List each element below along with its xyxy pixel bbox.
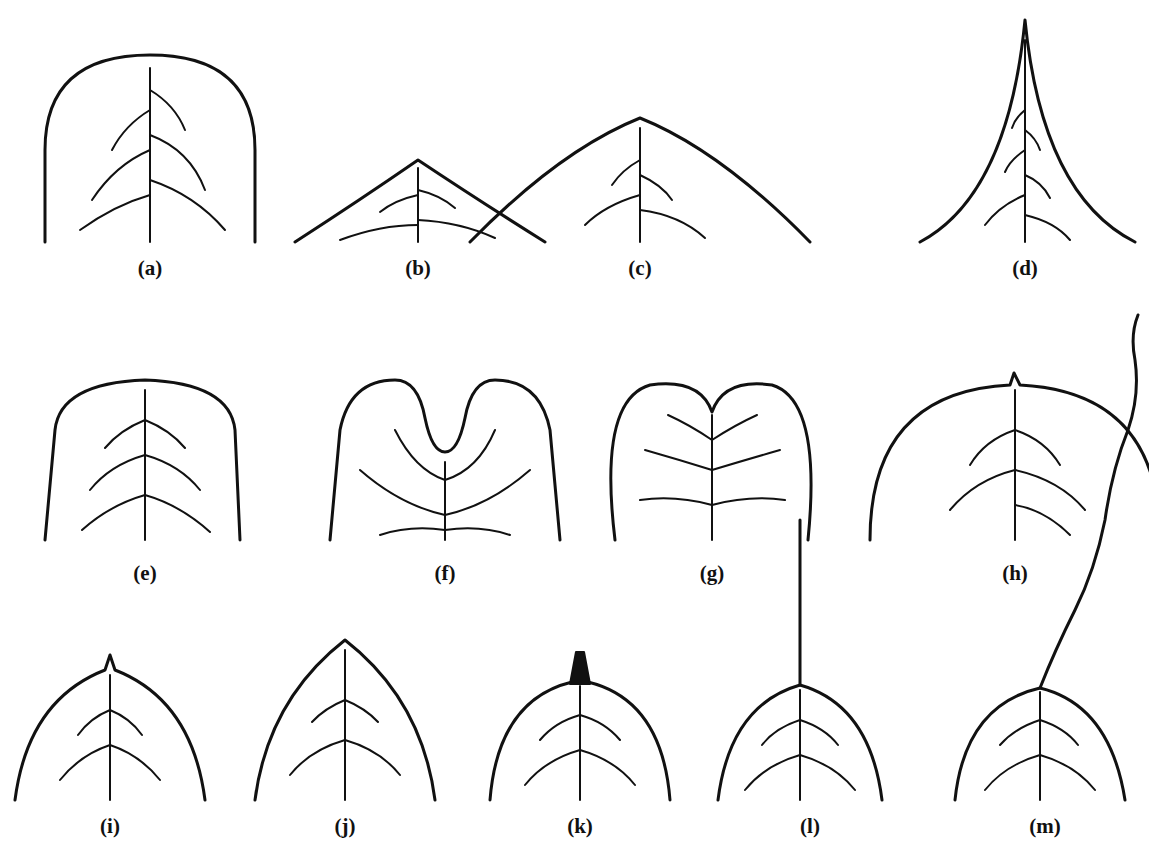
- figure-letter: (i): [98, 814, 122, 839]
- figure-letter: (j): [333, 814, 358, 839]
- figure-letter: (c): [626, 256, 653, 281]
- figure-letter: (f): [433, 561, 458, 586]
- leaf-apex-b: [295, 160, 545, 242]
- leaf-apex-l: [718, 520, 882, 800]
- figure-letter: (e): [131, 561, 158, 586]
- leaf-apex-k: [490, 652, 670, 800]
- figure-letter: (m): [1027, 814, 1062, 839]
- leaf-apex-j: [255, 640, 435, 800]
- leaf-apex-c: [470, 118, 810, 242]
- figure-letter: (l): [798, 814, 822, 839]
- leaf-apex-e: [45, 380, 240, 540]
- figure-letter: (b): [403, 256, 433, 281]
- figure-letter: (a): [136, 256, 165, 281]
- leaf-apex-d: [920, 20, 1135, 242]
- leaf-apex-f: [330, 380, 560, 540]
- leaf-apex-m: [955, 315, 1138, 800]
- leaf-apex-a: [45, 55, 255, 242]
- figure-letter: (g): [698, 561, 727, 586]
- figure-letter: (d): [1010, 256, 1040, 281]
- figure-letter: (h): [1000, 561, 1030, 586]
- leaf-apex-g: [611, 384, 811, 540]
- leaf-apex-i: [15, 655, 205, 800]
- figure-letter: (k): [565, 814, 595, 839]
